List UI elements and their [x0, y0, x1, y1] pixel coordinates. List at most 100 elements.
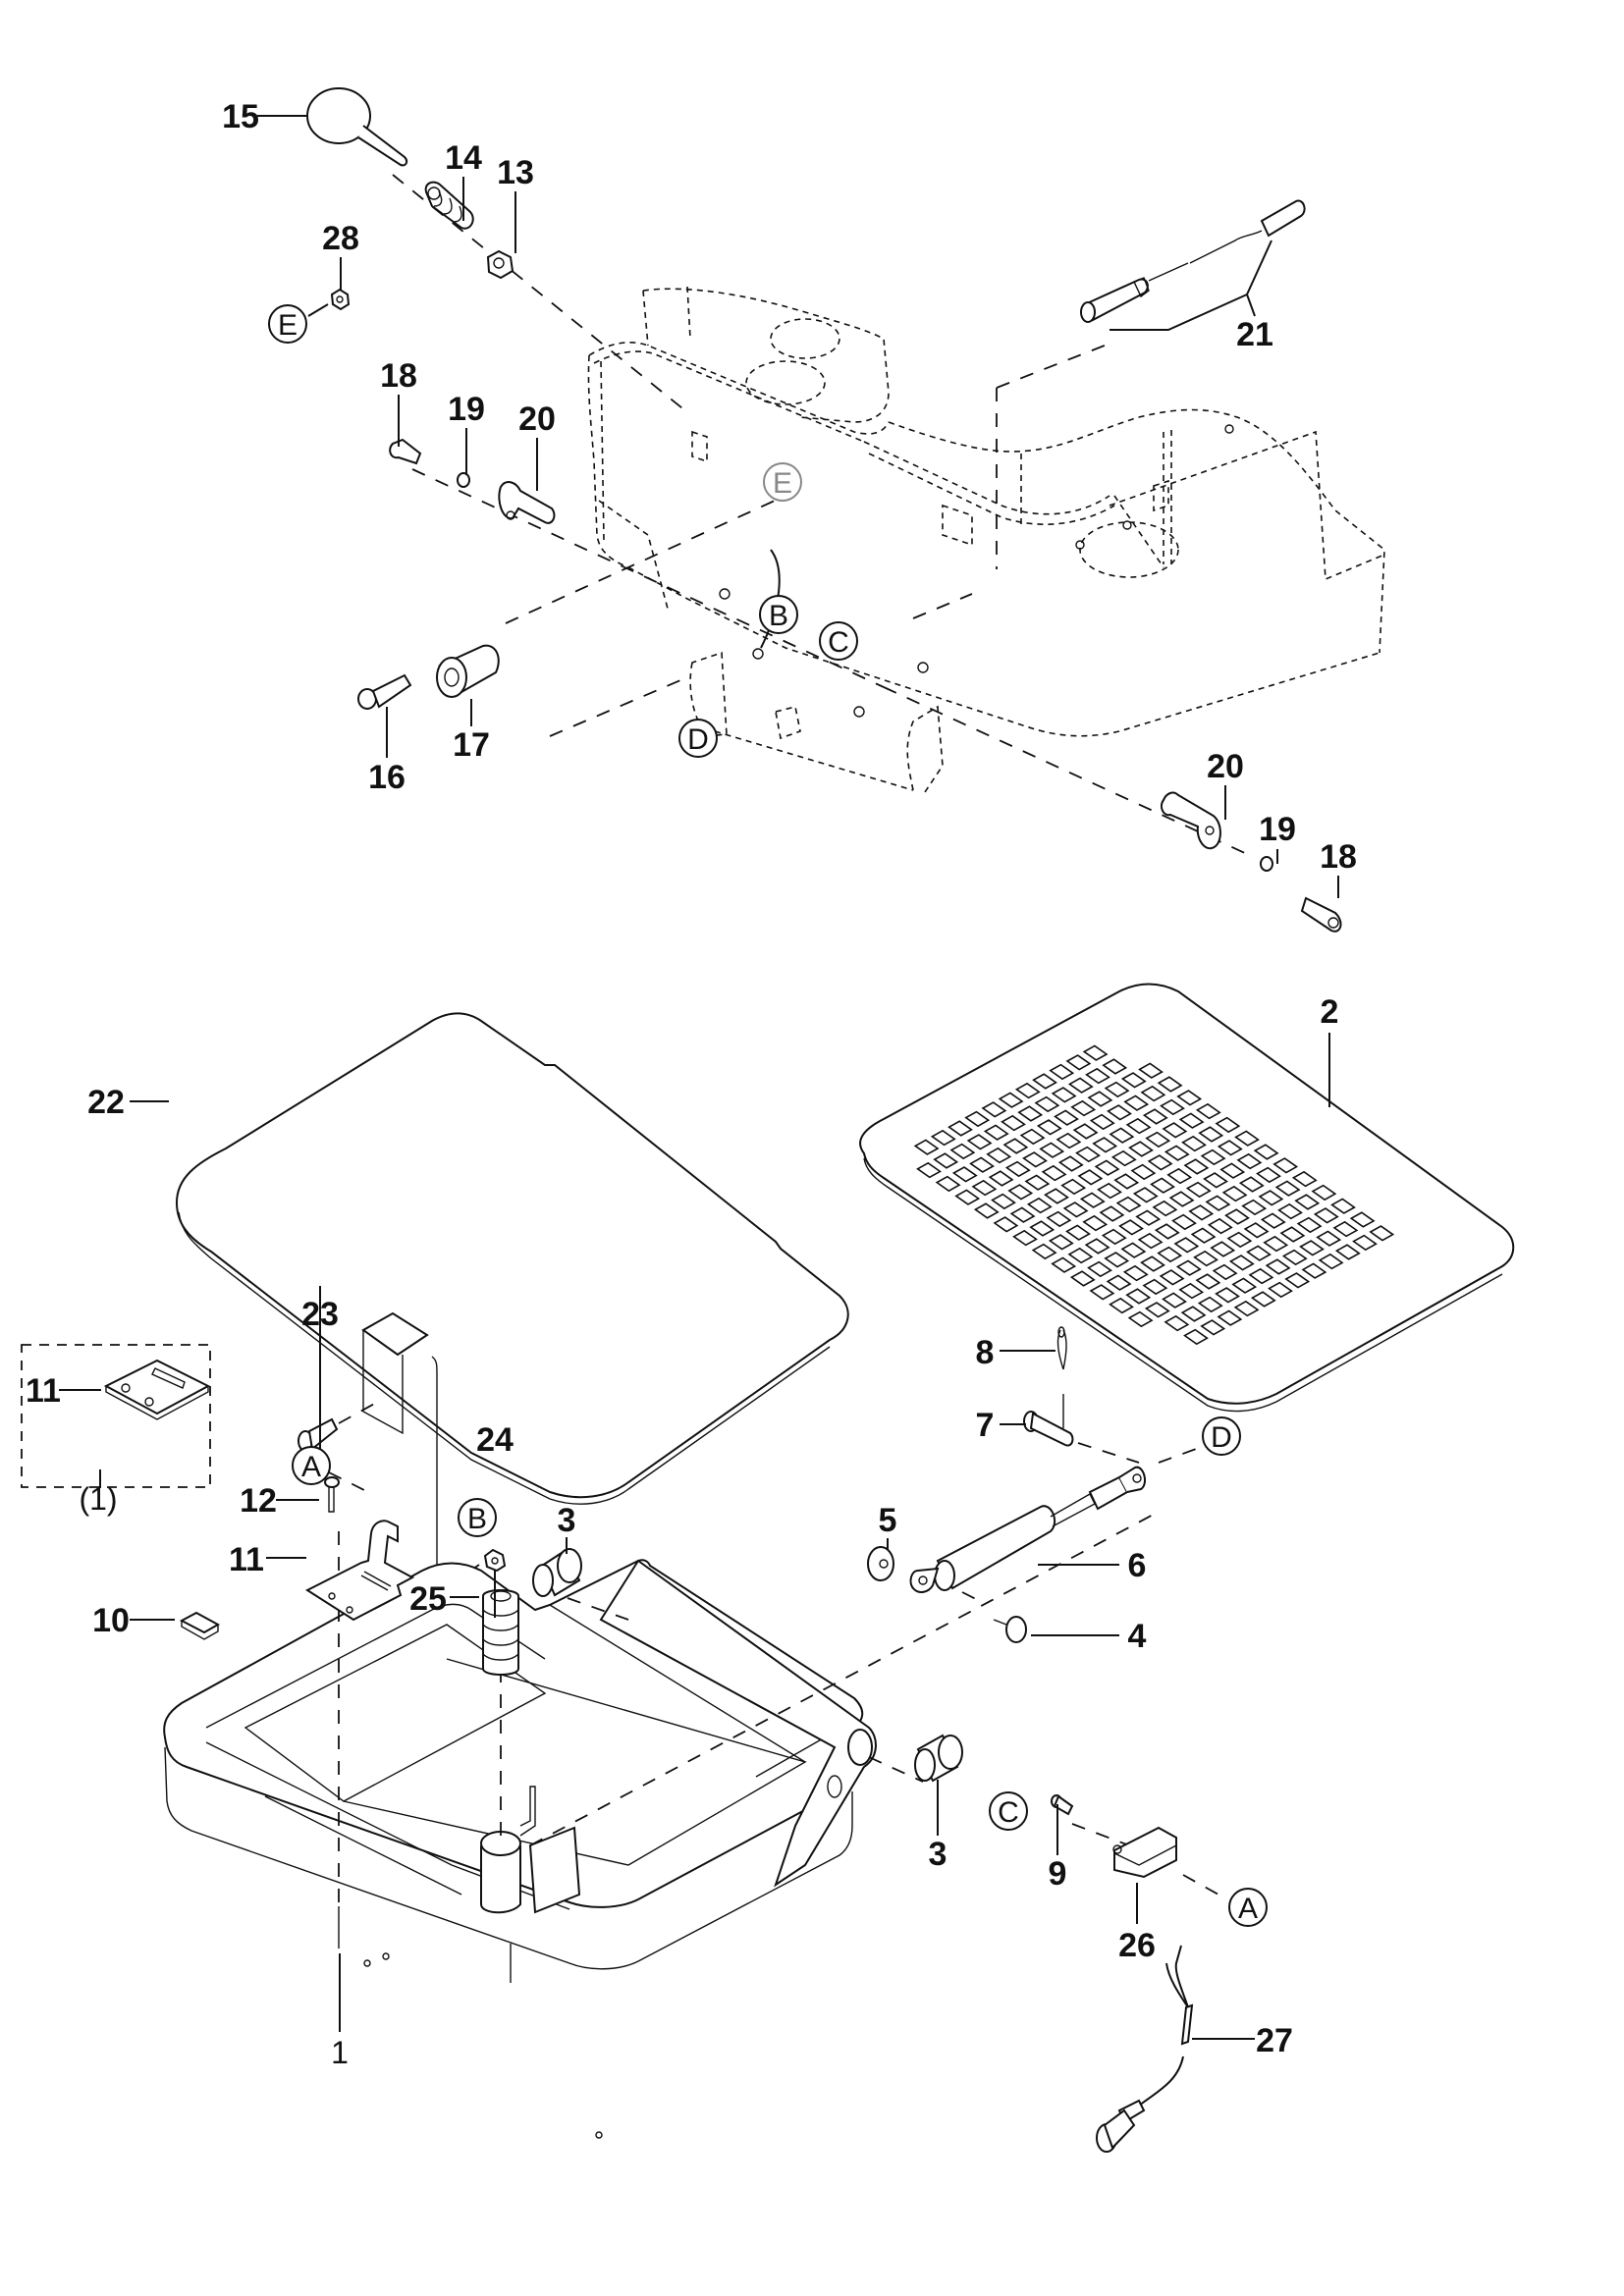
mat-pad [1110, 1149, 1137, 1167]
mat-pad [1113, 1173, 1140, 1190]
mat-pad [981, 1101, 1007, 1118]
mat-pad [988, 1170, 1014, 1187]
mat-pad [1144, 1302, 1170, 1318]
mat-pad [1212, 1263, 1238, 1281]
mat-pad [1032, 1073, 1057, 1090]
mat-pad [1057, 1155, 1084, 1172]
reference-marker-d: D [1202, 1416, 1241, 1456]
mat-pad [1106, 1274, 1132, 1291]
callout-label-25: 25 [409, 1580, 447, 1618]
mat-pad [1056, 1132, 1082, 1149]
mat-pad [913, 1139, 940, 1155]
mat-pad [1256, 1166, 1281, 1184]
mat-pad [1125, 1288, 1152, 1305]
mat-pad [1238, 1176, 1265, 1193]
mat-pad [1164, 1314, 1190, 1332]
mat-pad [1084, 1238, 1110, 1255]
mat-pad [1082, 1214, 1109, 1232]
mat-pad [998, 1092, 1024, 1108]
mat-pad [1195, 1102, 1221, 1120]
mat-pad [1065, 1224, 1091, 1241]
reference-marker-c: C [989, 1791, 1028, 1831]
reference-marker-e: E [268, 304, 307, 344]
mat-pad [1217, 1309, 1243, 1326]
part-18-bolt-lower [1300, 896, 1342, 933]
callout-label-20: 20 [518, 400, 556, 438]
mat-pad [1051, 1087, 1077, 1103]
mat-pad [1228, 1255, 1255, 1271]
mat-pad [1012, 1229, 1038, 1247]
mat-pad [1130, 1163, 1157, 1181]
mat-pad [1137, 1232, 1164, 1250]
mat-pad [1069, 1270, 1096, 1287]
mat-pad-grid [913, 1044, 1395, 1346]
callout-label-28: 28 [322, 220, 359, 257]
reference-circle [819, 621, 858, 661]
callout-label-12: 12 [240, 1482, 277, 1520]
mat-pad [1277, 1202, 1303, 1220]
mat-pad [1002, 1138, 1029, 1154]
mat-pad [1168, 1191, 1195, 1207]
reference-circle [292, 1446, 331, 1485]
reference-circle [763, 462, 802, 502]
mat-pad [1162, 1292, 1187, 1308]
mat-pad [1125, 1117, 1152, 1135]
part-19-washer-upper [457, 472, 470, 488]
callout-label-1: 1 [331, 2035, 349, 2070]
reference-circle [458, 1498, 497, 1537]
mat-pad [1107, 1104, 1132, 1121]
mat-pad [1142, 1278, 1168, 1296]
mat-pad [1210, 1241, 1236, 1257]
mat-pad [971, 1179, 998, 1197]
part-11-bracket [304, 1520, 415, 1622]
mat-pad [935, 1175, 961, 1193]
mat-pad [986, 1147, 1012, 1164]
mat-pad [1087, 1091, 1113, 1107]
assembly-axis-lines-top [392, 174, 1248, 855]
mat-pad [1007, 1184, 1034, 1201]
part-28-nut [330, 288, 351, 311]
mat-pad [1109, 1127, 1135, 1144]
mat-pad [1060, 1178, 1087, 1196]
reference-circle [268, 304, 307, 344]
reference-circle [989, 1791, 1028, 1831]
mat-pad [1197, 1296, 1223, 1313]
reference-marker-a: A [1228, 1888, 1268, 1927]
mat-pad [1004, 1160, 1031, 1178]
mat-pad [949, 1143, 976, 1160]
callout-label-3: 3 [558, 1502, 576, 1539]
callout-label-19: 19 [448, 391, 485, 428]
reference-marker-c: C [819, 621, 858, 661]
mat-pad [966, 1134, 993, 1150]
mat-pad [1132, 1187, 1159, 1203]
mat-pad [1039, 1142, 1065, 1158]
mat-pad [1316, 1230, 1342, 1247]
part-10-pad [179, 1611, 221, 1640]
mat-pad [1157, 1246, 1183, 1263]
mat-pad [1127, 1310, 1154, 1328]
reference-marker-b: B [759, 595, 798, 634]
mat-pad [1190, 1227, 1217, 1244]
mat-pad [1142, 1108, 1168, 1125]
mat-pad [1195, 1273, 1221, 1290]
mat-pad [1200, 1319, 1226, 1336]
mat-pad [1162, 1122, 1188, 1139]
mat-pad [1318, 1253, 1344, 1270]
mat-pad [954, 1189, 981, 1205]
mat-pad [1048, 1234, 1074, 1251]
callout-label-16: 16 [368, 759, 406, 796]
callout-label-4: 4 [1128, 1618, 1147, 1655]
mat-pad [1296, 1216, 1323, 1234]
hinge-bracket-phantom [689, 549, 944, 796]
mat-pad [993, 1216, 1019, 1233]
part-27-wire-harness [1096, 1945, 1194, 2153]
mat-pad [1219, 1162, 1246, 1179]
part-25-spring [482, 1589, 519, 1676]
callout-label-24: 24 [476, 1421, 514, 1459]
mat-pad [1138, 1062, 1164, 1079]
mat-pad [1034, 1095, 1060, 1113]
mat-pad [1062, 1201, 1089, 1218]
mat-pad [1166, 1167, 1193, 1185]
mat-pad [991, 1193, 1016, 1210]
